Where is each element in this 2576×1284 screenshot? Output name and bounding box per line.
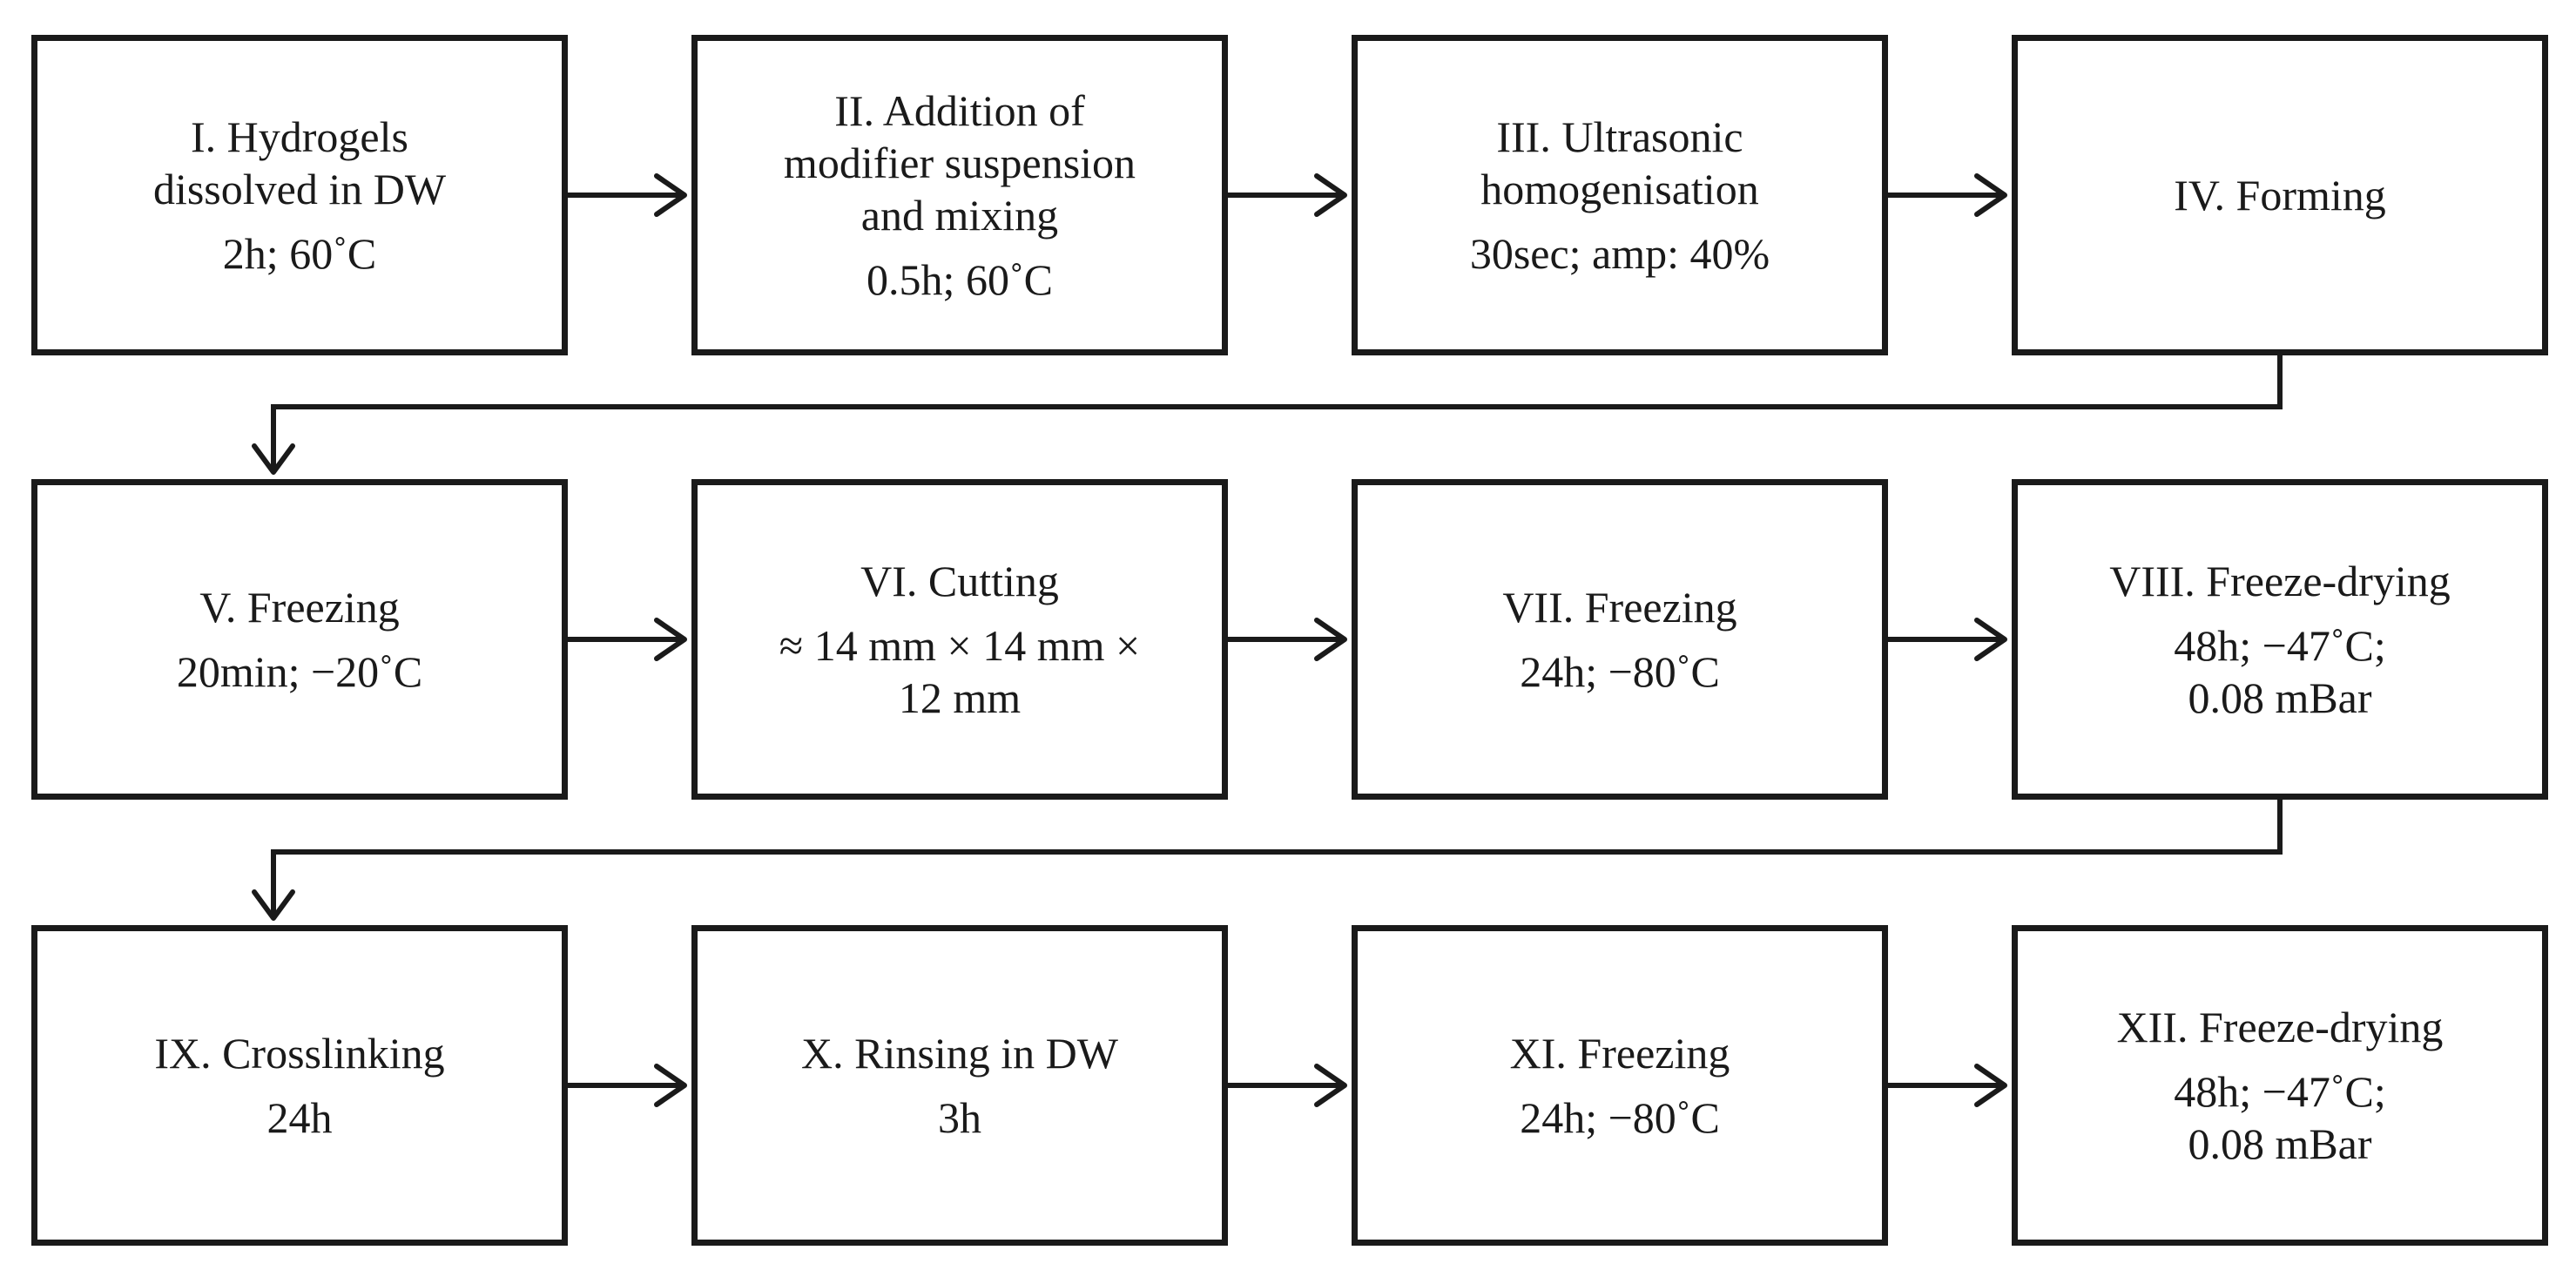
- step-title-line: X. Rinsing in DW: [801, 1029, 1118, 1078]
- step-box-10: X. Rinsing in DW 3h: [691, 925, 1228, 1246]
- arrow-head: [252, 889, 295, 921]
- step-title-line: V. Freezing: [199, 583, 400, 632]
- step-title: XI. Freezing: [1510, 1027, 1730, 1079]
- arrow-head: [1314, 173, 1347, 217]
- arrow-head: [654, 618, 687, 661]
- arrow-head: [1974, 618, 2007, 661]
- arrow-head: [1314, 1064, 1347, 1107]
- step-title-line: modifier suspension: [783, 139, 1136, 187]
- arrow-head: [654, 1064, 687, 1107]
- step-detail: 24h; −80˚C: [1520, 645, 1720, 698]
- step-detail: 48h; −47˚C;0.08 mBar: [2174, 619, 2385, 724]
- step-box-7: VII. Freezing 24h; −80˚C: [1352, 479, 1888, 800]
- step-detail-line: 0.5h; 60˚C: [867, 255, 1053, 304]
- step-title-line: homogenisation: [1480, 165, 1759, 213]
- step-box-11: XI. Freezing 24h; −80˚C: [1352, 925, 1888, 1246]
- wrap-connector: [271, 355, 2283, 472]
- arrow-head: [1974, 173, 2007, 217]
- step-detail: 2h; 60˚C: [223, 227, 376, 280]
- step-detail-line: 20min; −20˚C: [176, 647, 423, 696]
- step-box-12: XII. Freeze-drying 48h; −47˚C;0.08 mBar: [2012, 925, 2548, 1246]
- step-detail-line: 12 mm: [898, 673, 1022, 722]
- step-title-line: VI. Cutting: [860, 557, 1059, 605]
- step-title-line: IX. Crosslinking: [154, 1029, 445, 1078]
- arrow-head: [1974, 1064, 2007, 1107]
- step-title-line: dissolved in DW: [152, 165, 447, 213]
- step-detail-line: 0.08 mBar: [2188, 673, 2372, 722]
- step-title: VIII. Freeze-drying: [2109, 555, 2450, 607]
- step-detail-line: 3h: [938, 1093, 981, 1142]
- step-title: IX. Crosslinking: [154, 1027, 444, 1079]
- step-detail: 24h: [267, 1091, 333, 1144]
- step-detail-line: 30sec; amp: 40%: [1469, 229, 1770, 278]
- step-title-line: and mixing: [860, 191, 1059, 240]
- step-box-5: V. Freezing 20min; −20˚C: [31, 479, 568, 800]
- step-detail-line: ≈ 14 mm × 14 mm ×: [779, 621, 1141, 670]
- step-detail: 0.5h; 60˚C: [867, 253, 1053, 306]
- step-title: XII. Freeze-drying: [2117, 1001, 2444, 1053]
- arrow-head: [252, 443, 295, 475]
- step-detail: 48h; −47˚C;0.08 mBar: [2174, 1065, 2385, 1170]
- step-detail: 24h; −80˚C: [1520, 1091, 1720, 1144]
- step-box-6: VI. Cutting ≈ 14 mm × 14 mm ×12 mm: [691, 479, 1228, 800]
- arrow-head: [654, 173, 687, 217]
- step-title: VII. Freezing: [1502, 581, 1736, 633]
- step-detail-line: 0.08 mBar: [2188, 1119, 2372, 1168]
- step-title-line: II. Addition of: [834, 86, 1085, 135]
- step-detail-line: 2h; 60˚C: [222, 229, 377, 278]
- step-detail-line: 48h; −47˚C;: [2174, 1067, 2386, 1116]
- step-title: X. Rinsing in DW: [801, 1027, 1118, 1079]
- wrap-connector: [271, 800, 2283, 918]
- step-detail: 3h: [938, 1091, 981, 1144]
- step-detail: ≈ 14 mm × 14 mm ×12 mm: [779, 619, 1140, 724]
- step-title-line: I. Hydrogels: [191, 112, 408, 161]
- step-title-line: XII. Freeze-drying: [2116, 1003, 2444, 1051]
- step-detail: 30sec; amp: 40%: [1470, 227, 1770, 280]
- step-title-line: III. Ultrasonic: [1496, 112, 1743, 161]
- step-detail-line: 24h; −80˚C: [1520, 1093, 1720, 1142]
- step-detail: 20min; −20˚C: [177, 645, 422, 698]
- step-title-line: XI. Freezing: [1509, 1029, 1730, 1078]
- step-box-9: IX. Crosslinking 24h: [31, 925, 568, 1246]
- step-title-line: VII. Freezing: [1502, 583, 1737, 632]
- step-title: V. Freezing: [199, 581, 400, 633]
- arrow-head: [1314, 618, 1347, 661]
- step-title-line: VIII. Freeze-drying: [2109, 557, 2451, 605]
- step-title: IV. Forming: [2174, 169, 2386, 221]
- step-box-8: VIII. Freeze-drying 48h; −47˚C;0.08 mBar: [2012, 479, 2548, 800]
- step-title: VI. Cutting: [860, 555, 1059, 607]
- step-detail-line: 48h; −47˚C;: [2174, 621, 2386, 670]
- step-detail-line: 24h: [266, 1093, 333, 1142]
- step-title-line: IV. Forming: [2174, 171, 2386, 220]
- step-detail-line: 24h; −80˚C: [1520, 647, 1720, 696]
- step-box-4: IV. Forming: [2012, 35, 2548, 355]
